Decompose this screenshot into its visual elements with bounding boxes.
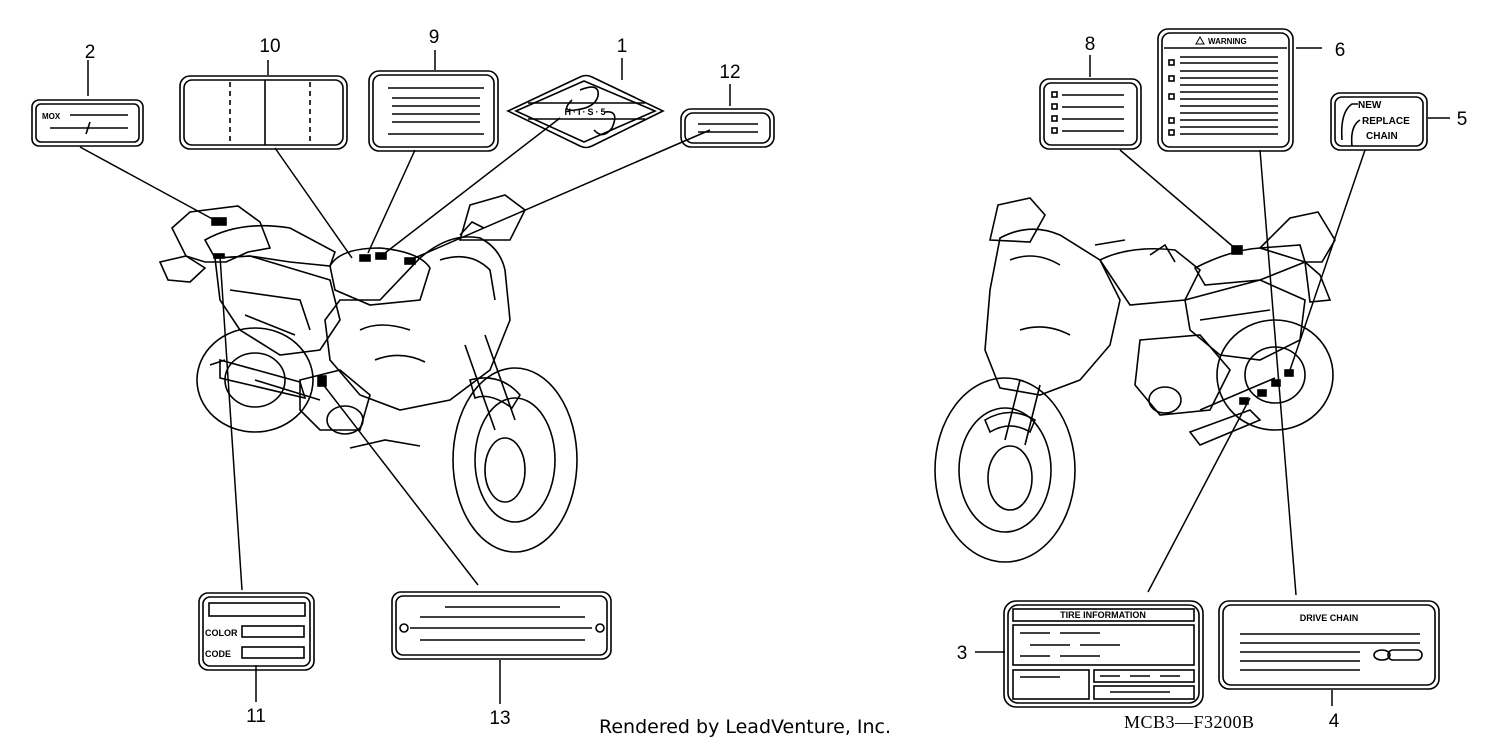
label-11-color-code — [198, 592, 315, 671]
label-9-info — [368, 70, 499, 152]
label-5-line1: NEW — [1358, 100, 1382, 111]
label-11-color: COLOR — [205, 628, 238, 638]
label-3-tire-information — [1003, 600, 1204, 708]
label-2-text: MOX — [42, 112, 61, 121]
label-8-checklist — [1039, 78, 1142, 150]
rendered-by-credit: Rendered by LeadVenture, Inc. — [599, 716, 892, 738]
callout-4: 4 — [1329, 711, 1340, 732]
callout-13: 13 — [489, 708, 510, 729]
label-5-line2: REPLACE — [1362, 116, 1410, 127]
right-bike-rear-wheel — [1216, 319, 1334, 431]
label-5-new-replace-chain — [1330, 92, 1428, 151]
left-bike-rear-wheel — [196, 327, 314, 433]
right-bike-front-wheel — [934, 377, 1076, 563]
label-6-warning — [1157, 28, 1294, 152]
label-11-code: CODE — [205, 649, 231, 659]
label-2-emission — [31, 99, 144, 147]
right-motorcycle-illustration — [934, 197, 1336, 563]
label-12-small — [680, 108, 775, 148]
callout-10: 10 — [259, 36, 280, 57]
left-motorcycle-illustration — [158, 194, 578, 553]
callout-numbers: 1 2 3 4 5 6 8 9 10 11 12 13 — [85, 27, 1468, 732]
label-3-title: TIRE INFORMATION — [1060, 610, 1146, 620]
callout-12: 12 — [719, 62, 740, 83]
callout-1: 1 — [617, 36, 628, 57]
label-4-title: DRIVE CHAIN — [1300, 613, 1359, 623]
label-10-dual-panel — [179, 75, 348, 150]
diagram-code: MCB3—F3200B — [1124, 712, 1255, 732]
label-texts: MOX H·I·S·5 WARNING NEW REPLACE CHAIN CO… — [42, 35, 1410, 659]
label-6-title: WARNING — [1208, 37, 1247, 46]
label-1-hiss-diamond — [506, 74, 665, 149]
callout-6: 6 — [1335, 40, 1346, 61]
callout-5: 5 — [1457, 109, 1468, 130]
label-1-text: H·I·S·5 — [565, 107, 608, 117]
label-5-line3: CHAIN — [1366, 131, 1398, 142]
callout-11: 11 — [246, 706, 266, 727]
label-13-plate — [391, 591, 612, 660]
label-4-drive-chain — [1218, 600, 1440, 690]
callout-9: 9 — [429, 27, 440, 48]
leader-lines — [79, 47, 1450, 706]
left-bike-front-wheel — [452, 367, 578, 553]
warning-triangle-icon — [1195, 35, 1205, 45]
callout-8: 8 — [1085, 34, 1096, 55]
callout-3: 3 — [957, 643, 968, 664]
callout-2: 2 — [85, 42, 96, 63]
